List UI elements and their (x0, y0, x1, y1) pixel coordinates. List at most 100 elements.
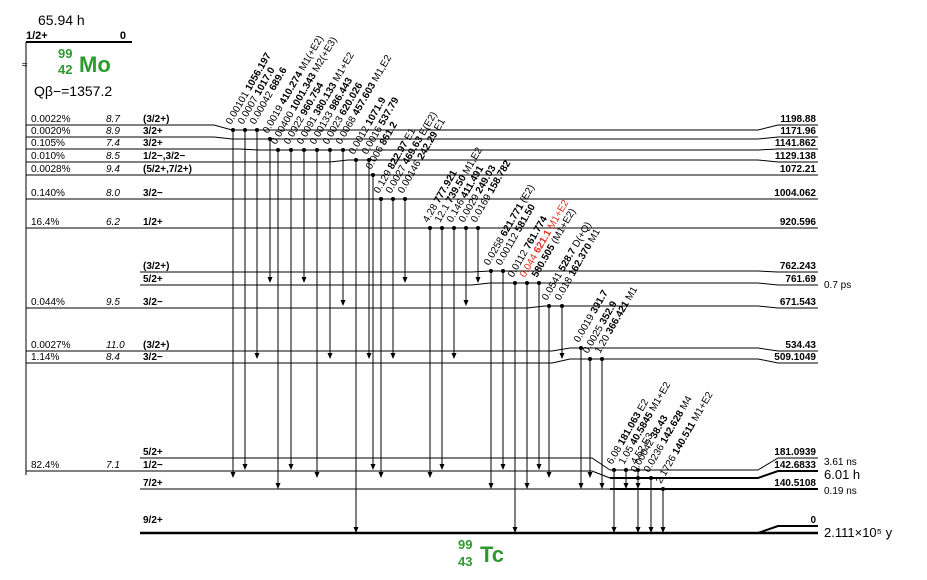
transition-multipolarity: E3 (640, 431, 656, 447)
axis-break-icon: ≈ (22, 60, 28, 71)
daughter-nuclide-label: 99 43 Tc (458, 537, 504, 569)
arrow-head (267, 277, 273, 283)
arrow-head (648, 527, 654, 533)
log-ft: 11.0 (106, 340, 125, 351)
level-spin: 5/2+ (143, 274, 163, 285)
arrow-head (230, 472, 236, 478)
level-1198-88: (3/2+)1198.880.0022%8.7 (26, 114, 818, 131)
level-energy: 534.43 (785, 340, 816, 351)
arrow-head (611, 527, 617, 533)
beta-branch: 0.0027% (31, 340, 71, 351)
level-energy: 140.5108 (774, 478, 816, 489)
level-energy: 142.6833 (774, 460, 816, 471)
level-right-connector (757, 525, 818, 534)
arrow-head (370, 464, 376, 470)
level-energy: 761.69 (785, 274, 816, 285)
arrow-head (427, 472, 433, 478)
level-energy: 671.543 (780, 297, 817, 308)
arrow-head (242, 464, 248, 470)
gamma-transition: 0.0258 621.771 (E2) (482, 183, 537, 489)
beta-branch: 1.14% (31, 352, 59, 363)
beta-branch: 0.0028% (31, 164, 71, 175)
level-left-connector (140, 358, 571, 364)
level-spin: 9/2+ (143, 515, 163, 526)
arrow-head (559, 353, 565, 359)
log-ft: 7.4 (106, 138, 120, 149)
level-spin: 7/2+ (143, 478, 163, 489)
transition-multipolarity: M1,E2 (370, 53, 394, 84)
log-ft: 9.4 (106, 164, 120, 175)
level-right-connector (757, 282, 818, 286)
level-140-5108: 7/2+ 140.5108 0.19 ns (140, 478, 857, 497)
parent-mass-number: 99 (58, 46, 72, 61)
daughter-mass-number: 99 (458, 537, 472, 552)
parent-nuclide-label: 99 42 Mo (58, 46, 111, 77)
level-761-69: 5/2+761.690.7 ps (140, 274, 851, 291)
level-right-connector (757, 305, 818, 309)
level-spin: (3/2+) (143, 261, 169, 272)
arrow-head (353, 527, 359, 533)
parent-symbol: Mo (79, 52, 111, 77)
level-energy: 920.596 (780, 217, 817, 228)
level-right-connector (757, 358, 818, 364)
arrow-head (327, 353, 333, 359)
level-energy: 181.0939 (774, 447, 816, 458)
level-spin: 3/2− (143, 188, 163, 199)
level-spin: 3/2− (143, 352, 163, 363)
log-ft: 8.9 (106, 126, 120, 137)
log-ft: 8.4 (106, 352, 120, 363)
level-1072-21: (5/2+,7/2+)1072.210.0028%9.4 (26, 164, 818, 176)
arrow-head (599, 483, 605, 489)
log-ft: 9.5 (106, 297, 120, 308)
arrow-head (254, 353, 260, 359)
beta-branch: 0.010% (31, 151, 65, 162)
level-right-connector (757, 159, 818, 163)
level-left-connector (140, 282, 491, 286)
level-energy: 1004.062 (774, 188, 816, 199)
beta-branch: 0.0020% (31, 126, 71, 137)
beta-branch: 16.4% (31, 217, 59, 228)
level-energy: 1129.138 (775, 151, 817, 162)
log-ft: 8.0 (106, 188, 120, 199)
parent-energy: 0 (120, 30, 126, 42)
arrow-head (390, 353, 396, 359)
level-left-connector (140, 305, 546, 309)
log-ft: 8.7 (106, 114, 120, 125)
arrow-head (500, 464, 506, 470)
level-left-connector (140, 470, 611, 479)
transition-multipolarity: E2 (636, 397, 652, 413)
level-spin: 1/2− (143, 460, 163, 471)
level-right-connector (757, 124, 818, 131)
level-1004-062: 3/2− 1004.062 0.140% 8.0 (26, 188, 818, 200)
level-energy: 509.1049 (774, 352, 816, 363)
level-half-life: 0.19 ns (824, 486, 857, 497)
arrow-head (536, 464, 542, 470)
parent-atomic-number: 42 (58, 62, 72, 77)
level-spin: 1/2−,3/2− (143, 151, 185, 162)
arrow-head (314, 472, 320, 478)
beta-branch: 82.4% (31, 460, 59, 471)
arrow-head (623, 483, 629, 489)
level-spin: 3/2− (143, 297, 163, 308)
level-509-1049: 3/2− 509.1049 1.14% 8.4 (26, 352, 818, 364)
level-energy: 1198.88 (780, 114, 816, 125)
log-ft: 6.2 (106, 217, 120, 228)
level-energy: 762.243 (780, 261, 817, 272)
level-half-life: 2.111×10⁵ y (824, 525, 893, 540)
level-right-connector (757, 136, 818, 140)
beta-branch: 0.140% (31, 188, 65, 199)
level-spin: 1/2+ (143, 217, 163, 228)
level-energy: 1171.96 (780, 126, 816, 137)
parent-spin: 1/2+ (26, 30, 48, 42)
transition-multipolarity: E1 (403, 126, 419, 142)
arrow-head (587, 472, 593, 478)
arrow-head (635, 527, 641, 533)
level-0: 9/2+02.111×10⁵ y (140, 515, 893, 540)
level-right-connector (757, 457, 818, 471)
level-energy: 1072.21 (780, 164, 817, 175)
